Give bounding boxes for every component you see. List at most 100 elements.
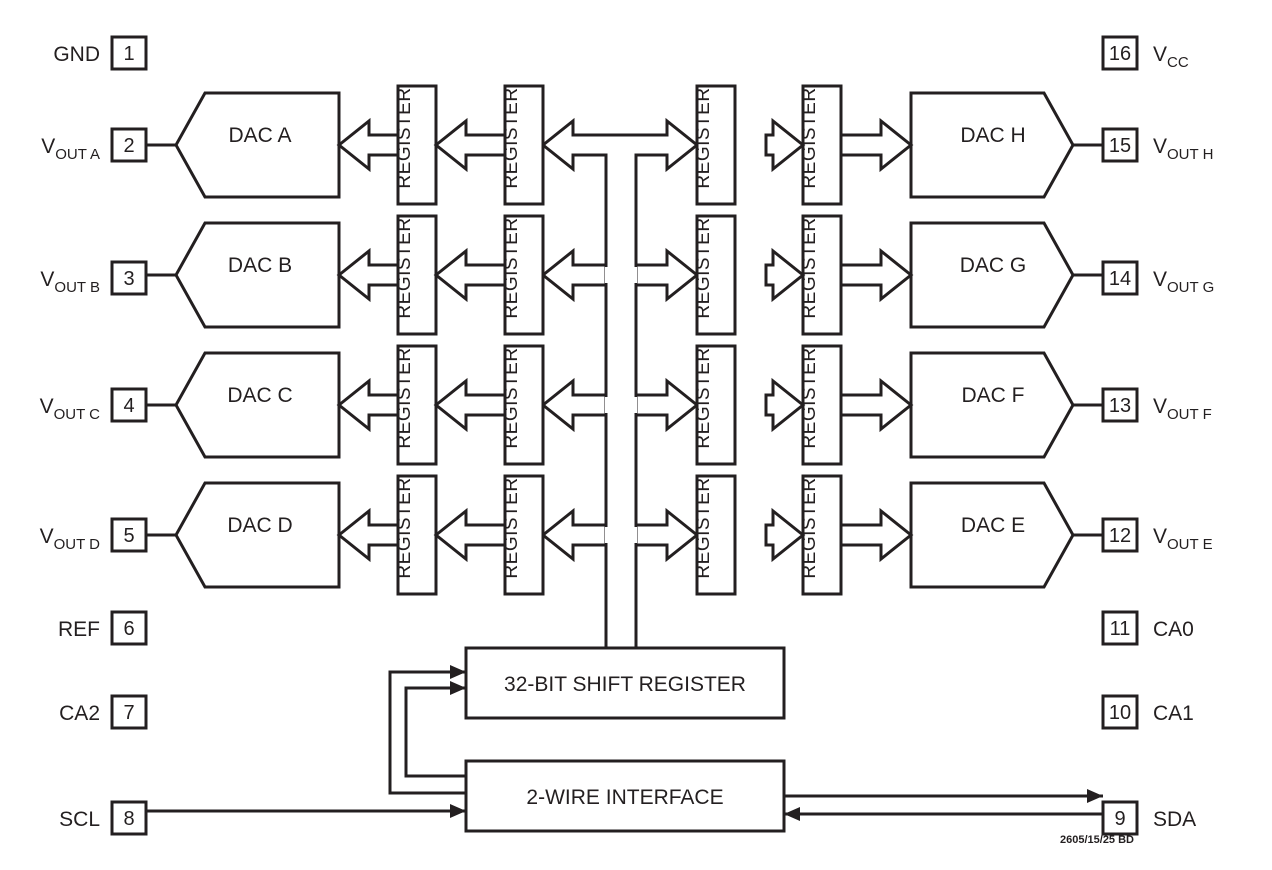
- register-label: REGISTER: [693, 347, 714, 448]
- register-block: REGISTER: [501, 344, 545, 466]
- bus-arrow: [764, 377, 806, 433]
- pin-number: 5: [123, 525, 134, 547]
- clock-wire: [388, 670, 466, 795]
- pin-label: REF: [58, 618, 100, 641]
- dac-label: DAC H: [960, 124, 1025, 147]
- register-label: REGISTER: [394, 217, 415, 318]
- dac-label: DAC C: [227, 384, 292, 407]
- register-block: REGISTER: [394, 344, 438, 466]
- pin-13: 13 VOUT F: [1101, 387, 1212, 423]
- register-block: REGISTER: [394, 474, 438, 596]
- register-box: [695, 344, 737, 466]
- bus-arrow: [764, 117, 806, 173]
- register-label: REGISTER: [799, 217, 820, 318]
- pin-label: VOUT H: [1153, 135, 1213, 163]
- register-blocks: REGISTER REGISTER REGISTER REGISTER REGISTER…: [394, 84, 843, 596]
- register-block: REGISTER: [501, 84, 545, 206]
- register-block: REGISTER: [394, 84, 438, 206]
- pin-15: 15 VOUT H: [1101, 127, 1213, 163]
- pin-5: 5 VOUT D: [40, 517, 148, 553]
- register-box: [695, 474, 737, 596]
- register-box: [695, 84, 737, 206]
- dac-shape: [174, 351, 341, 459]
- bus-trunk: [540, 117, 700, 650]
- pin-label: CA1: [1153, 702, 1194, 725]
- pin-number: 4: [123, 395, 134, 417]
- register-label: REGISTER: [394, 87, 415, 188]
- dac-shape: [909, 91, 1075, 199]
- pin-label: CA0: [1153, 618, 1194, 641]
- register-label: REGISTER: [501, 347, 522, 448]
- pin-box: [1101, 694, 1139, 730]
- pin-label: VOUT D: [40, 525, 101, 553]
- pin-label: VOUT F: [1153, 395, 1212, 423]
- data-bus: [540, 117, 700, 650]
- register-block: REGISTER: [501, 214, 545, 336]
- pin-number: 10: [1109, 702, 1131, 724]
- pin-box: [1101, 35, 1139, 71]
- pin-label: VOUT B: [40, 268, 100, 296]
- pin-label: VOUT G: [1153, 268, 1214, 296]
- dac-shape: [909, 481, 1075, 589]
- bus-junction: [605, 267, 637, 283]
- pin-number: 8: [123, 808, 134, 830]
- dac-label: DAC E: [961, 514, 1025, 537]
- register-box: [503, 344, 545, 466]
- pin-box: [1101, 800, 1139, 836]
- register-box: [695, 214, 737, 336]
- register-box: [503, 214, 545, 336]
- dac-label: DAC B: [228, 254, 292, 277]
- pin-number: 7: [123, 702, 134, 724]
- dac-block: DAC H: [909, 91, 1075, 199]
- pin-10: 10 CA1: [1101, 694, 1194, 730]
- pin-number: 14: [1109, 268, 1131, 290]
- pin-label: SDA: [1153, 808, 1196, 831]
- bus-arrow: [433, 117, 507, 173]
- bus-arrow: [764, 247, 806, 303]
- dac-block: DAC D: [174, 481, 341, 589]
- shift-register-box: [464, 646, 786, 720]
- pin-number: 2: [123, 135, 134, 157]
- dac-shape: [909, 351, 1075, 459]
- bus-arrow: [336, 117, 400, 173]
- dac-block: DAC A: [174, 91, 341, 199]
- register-label: REGISTER: [501, 217, 522, 318]
- pin-16: 16 VCC: [1101, 35, 1189, 71]
- pin-number: 3: [123, 268, 134, 290]
- dac-shape: [909, 221, 1075, 329]
- dac-label: DAC G: [960, 254, 1027, 277]
- interface-box: [464, 759, 786, 833]
- register-label: REGISTER: [693, 477, 714, 578]
- arrow-head: [450, 804, 466, 818]
- data-wire: [404, 686, 466, 778]
- register-label: REGISTER: [693, 87, 714, 188]
- pin-label: VCC: [1153, 43, 1189, 71]
- doc-code: 2605/15/25 BD: [1060, 834, 1134, 846]
- pin-number: 12: [1109, 525, 1131, 547]
- bus-junction: [605, 527, 637, 543]
- dac-block: DAC F: [909, 351, 1075, 459]
- dac-shape: [174, 481, 341, 589]
- arrow-head: [784, 807, 800, 821]
- pin-number: 13: [1109, 395, 1131, 417]
- bus-junction: [605, 397, 637, 413]
- bus-branch-left: [540, 507, 608, 563]
- bus-arrow: [839, 247, 914, 303]
- dac-block: DAC E: [909, 481, 1075, 589]
- interface-label: 2-WIRE INTERFACE: [526, 786, 723, 809]
- register-block: REGISTER: [799, 474, 843, 596]
- register-label: REGISTER: [799, 87, 820, 188]
- pin-number: 16: [1109, 43, 1131, 65]
- pin-number: 15: [1109, 135, 1131, 157]
- bus-branch-right: [634, 247, 700, 303]
- register-block: REGISTER: [693, 474, 737, 596]
- bus-branch-right: [634, 377, 700, 433]
- bus-arrows: [336, 117, 914, 563]
- pin-box: [1101, 610, 1139, 646]
